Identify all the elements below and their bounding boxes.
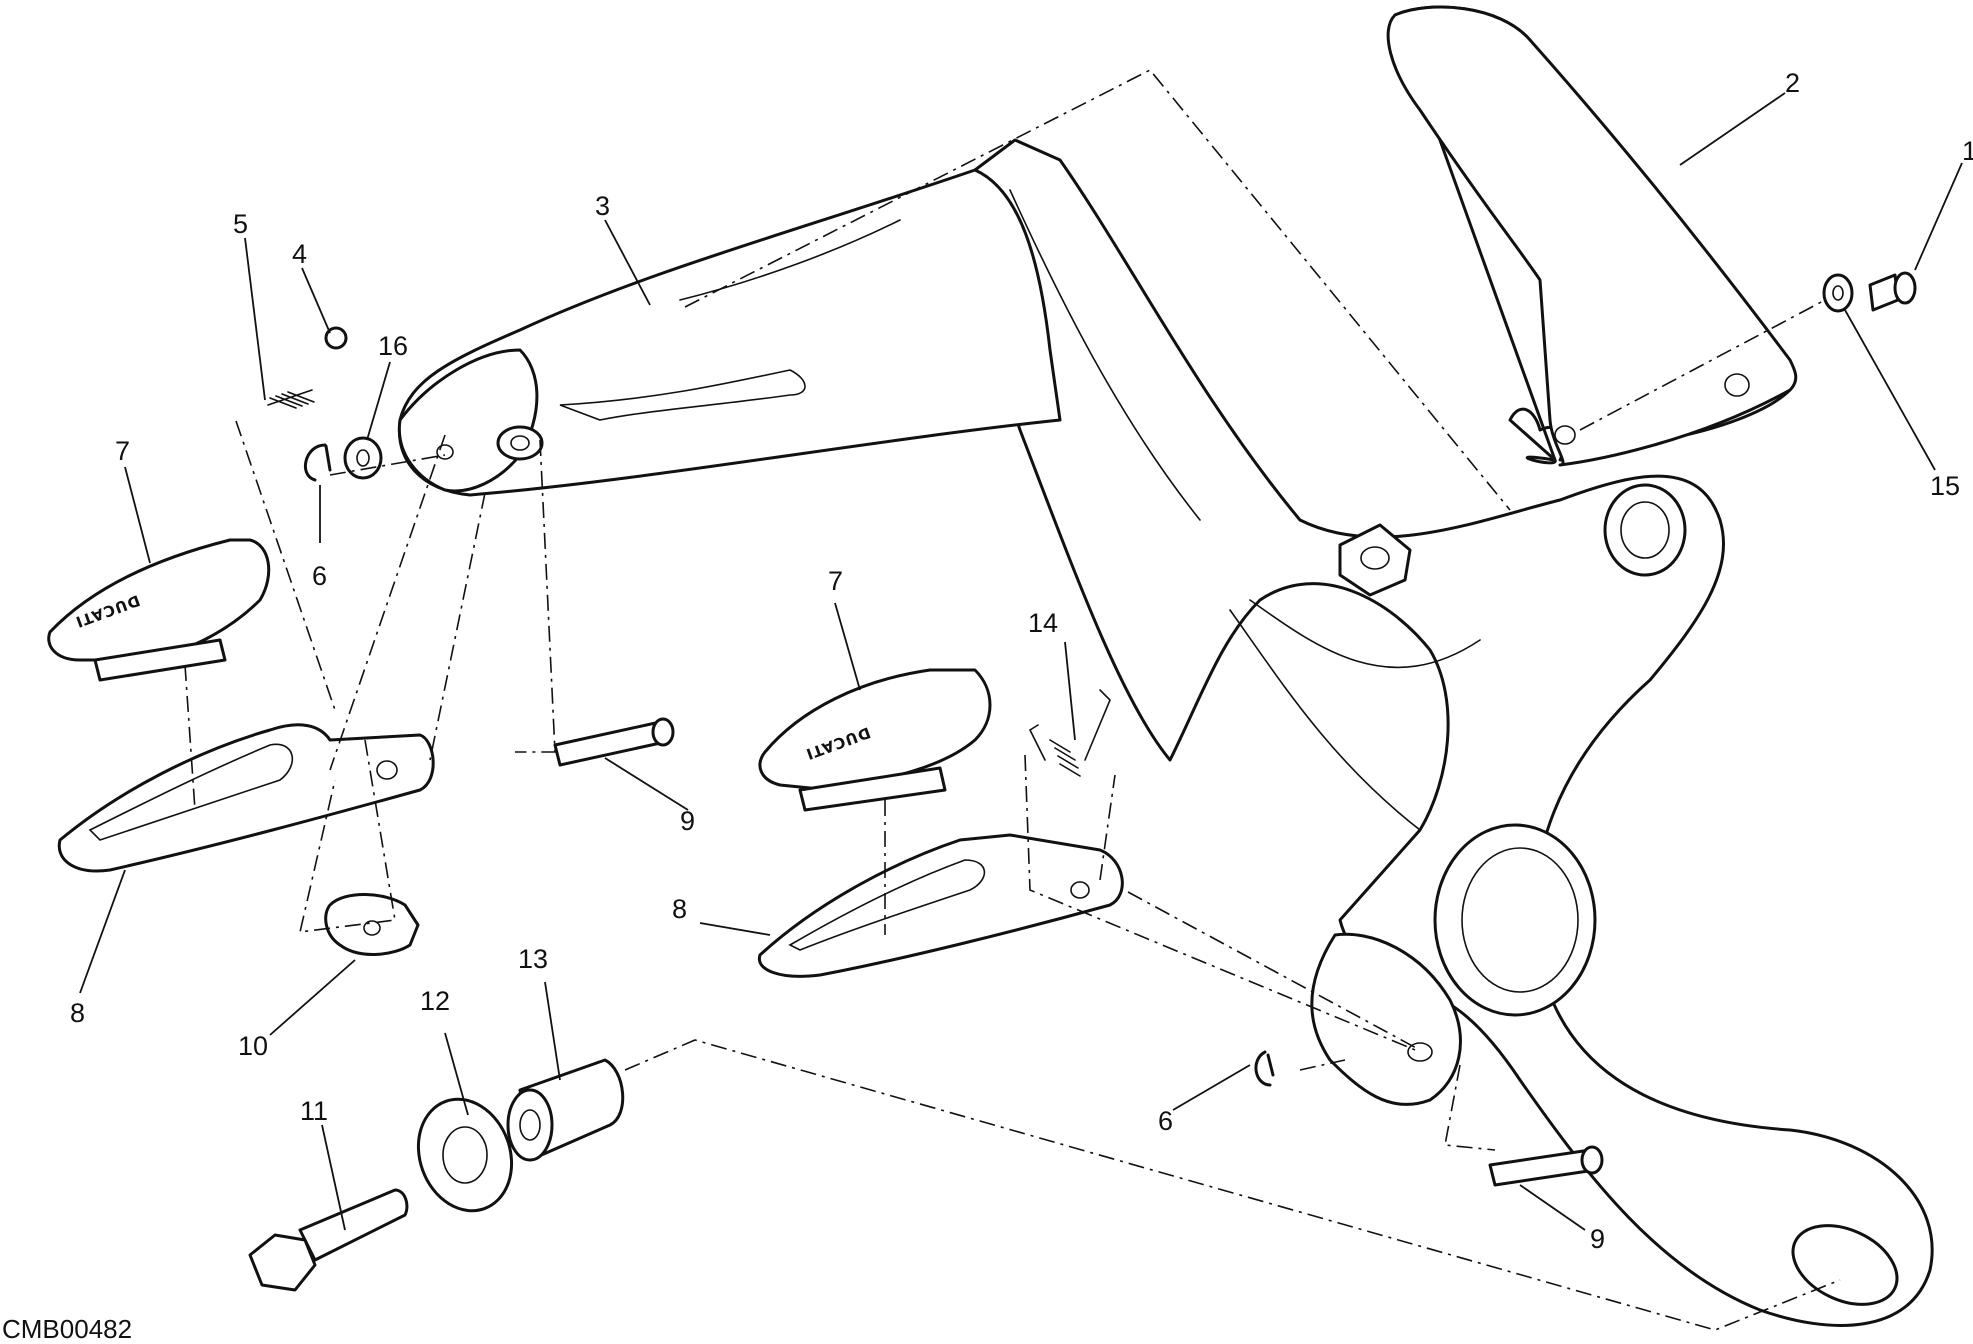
callout-14: 14 bbox=[1028, 608, 1058, 638]
lock-washer-part-15 bbox=[1822, 273, 1854, 313]
callout-8-right: 8 bbox=[672, 894, 687, 924]
pin-lower-part-9 bbox=[1488, 1145, 1604, 1187]
callout-16: 16 bbox=[378, 331, 408, 361]
threaded-sleeve-part-13 bbox=[506, 1058, 625, 1162]
torsion-spring-part-14 bbox=[1028, 689, 1111, 777]
callout-9-upper: 9 bbox=[680, 806, 695, 836]
footpeg-left bbox=[57, 723, 435, 873]
circlip-left-part-6 bbox=[304, 443, 332, 482]
washer-part-16 bbox=[343, 436, 383, 480]
callout-5: 5 bbox=[233, 209, 248, 239]
callout-6-left: 6 bbox=[312, 561, 327, 591]
callout-15: 15 bbox=[1930, 471, 1960, 501]
callout-12: 12 bbox=[420, 986, 450, 1016]
callout-7-left: 7 bbox=[115, 436, 130, 466]
callouts: 1 2 3 4 5 6 7 8 9 10 11 12 13 14 15 16 7… bbox=[70, 68, 1973, 1254]
screw-part-1 bbox=[1868, 271, 1917, 312]
circlip-right-part-6 bbox=[1254, 1050, 1275, 1087]
drawing-code: CMB00482 bbox=[2, 1314, 132, 1344]
callout-13: 13 bbox=[518, 944, 548, 974]
callout-7-right: 7 bbox=[828, 566, 843, 596]
heel-guard-plate bbox=[1386, 5, 1798, 467]
callout-10: 10 bbox=[238, 1031, 268, 1061]
detent-spring-part-5 bbox=[267, 389, 315, 409]
main-footpeg-bracket bbox=[972, 138, 1934, 1327]
heel-guard-arm bbox=[397, 168, 1062, 497]
callout-11: 11 bbox=[300, 1096, 328, 1126]
callout-2: 2 bbox=[1785, 68, 1800, 98]
footpeg-rubber-right: DUCATI bbox=[758, 668, 992, 812]
bolt-part-11 bbox=[248, 1188, 409, 1292]
callout-1: 1 bbox=[1962, 136, 1973, 166]
callout-6-right: 6 bbox=[1158, 1106, 1173, 1136]
cam-adjuster-part-10 bbox=[324, 893, 420, 956]
callout-3: 3 bbox=[595, 191, 610, 221]
assembly-lines bbox=[184, 68, 1841, 1331]
nut-part-12 bbox=[416, 1097, 514, 1213]
callout-4: 4 bbox=[292, 239, 307, 269]
footpeg-rubber-left: DUCATI bbox=[47, 538, 271, 682]
leader-lines bbox=[79, 92, 1963, 1231]
ball-part-4 bbox=[324, 326, 348, 350]
callout-8-left: 8 bbox=[70, 998, 85, 1028]
footpeg-right bbox=[757, 833, 1124, 978]
pin-upper-part-9 bbox=[553, 717, 675, 767]
callout-9-lower: 9 bbox=[1590, 1224, 1605, 1254]
